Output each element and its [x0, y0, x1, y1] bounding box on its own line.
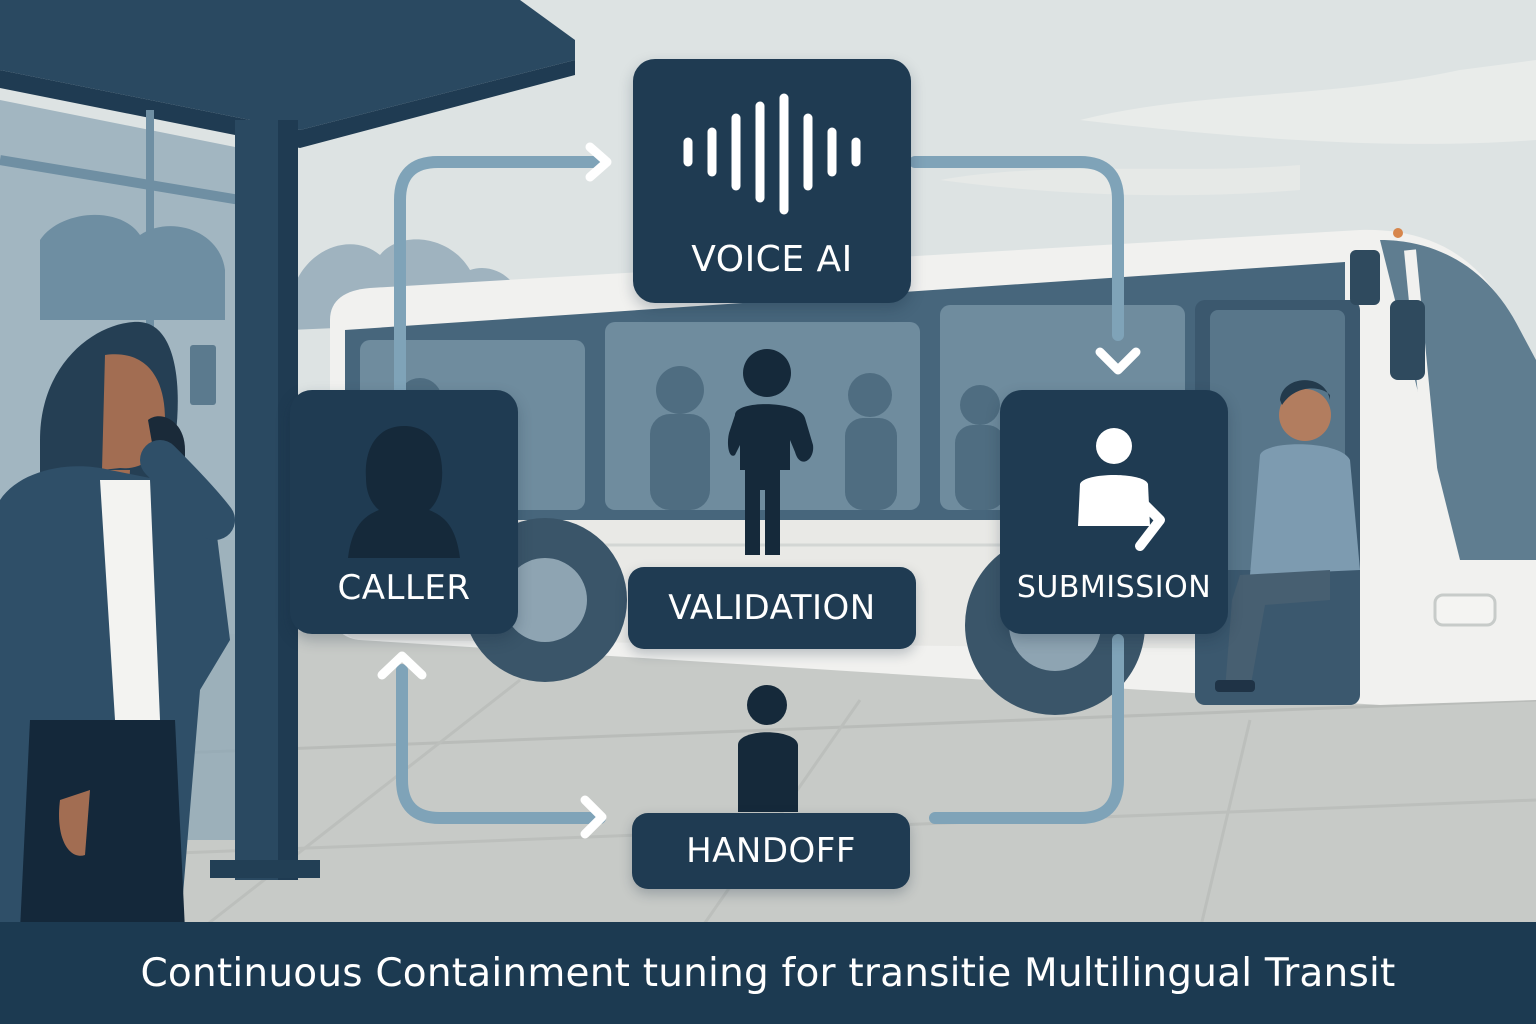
submission-label: SUBMISSION [1016, 570, 1212, 605]
arrow-up-left-icon [377, 651, 427, 680]
arrow-right-top-icon [585, 142, 612, 182]
person-bust-icon [738, 685, 798, 812]
arrow-right-bottom-icon [580, 795, 607, 839]
arrow-down-right-icon [1095, 347, 1141, 375]
handoff-label: HANDOFF [686, 831, 856, 871]
person-silhouette-icon [348, 426, 460, 558]
caption-text: Continuous Containment tuning for transi… [140, 950, 1396, 996]
voice-ai-label: VOICE AI [691, 239, 853, 280]
process-loop-connector [394, 156, 1124, 824]
voice-ai-node: VOICE AI [633, 59, 911, 303]
validation-label: VALIDATION [668, 588, 876, 628]
caller-label: CALLER [337, 568, 471, 608]
handoff-node: HANDOFF [632, 813, 910, 889]
caption-banner: Continuous Containment tuning for transi… [0, 922, 1536, 1024]
soundwave-icon [683, 93, 861, 215]
caller-node: CALLER [290, 390, 518, 634]
validation-node: VALIDATION [628, 567, 916, 649]
submission-node: SUBMISSION [1000, 390, 1228, 634]
standing-person-icon [727, 349, 814, 555]
person-icon [1078, 428, 1165, 551]
